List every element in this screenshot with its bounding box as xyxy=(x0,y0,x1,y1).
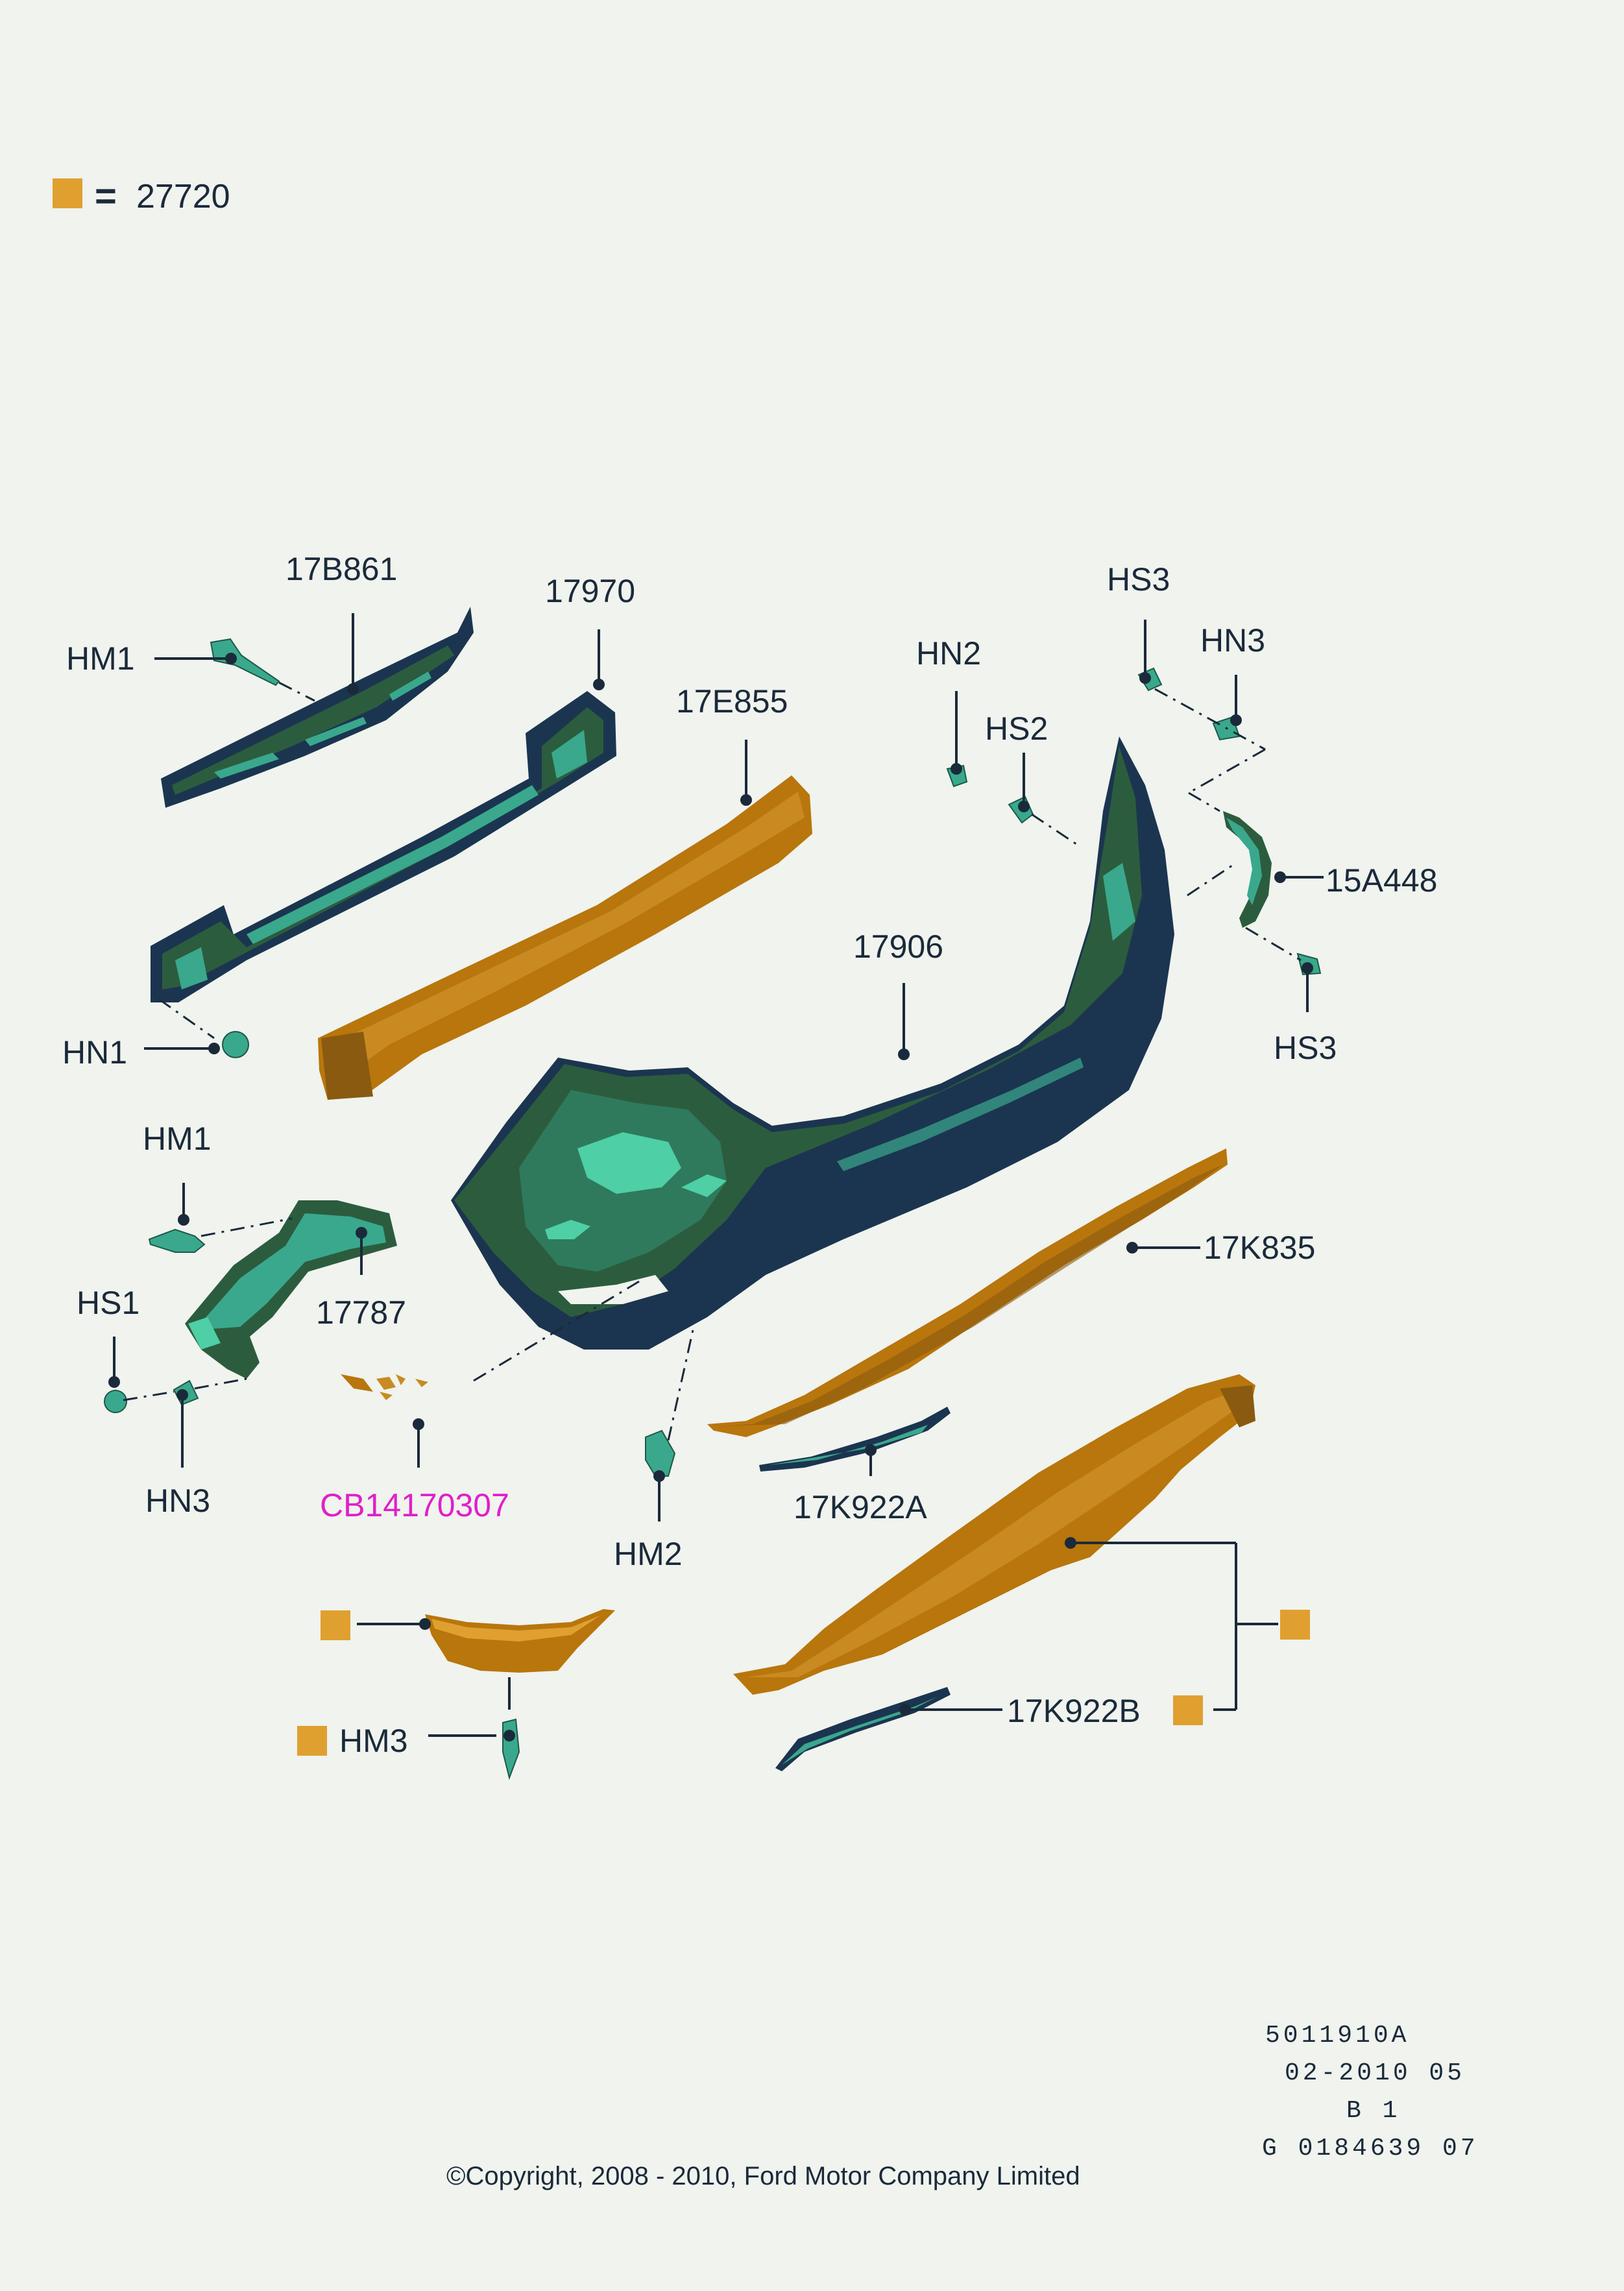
leader-dots xyxy=(108,653,1313,1741)
marker-square-diffuser xyxy=(1280,1610,1310,1640)
label-17e855[interactable]: 17E855 xyxy=(676,683,788,720)
label-hn2[interactable]: HN2 xyxy=(916,635,982,672)
marker-square-17k922b xyxy=(1173,1695,1203,1725)
label-17906[interactable]: 17906 xyxy=(853,928,944,965)
marker-square-hm3 xyxy=(297,1726,327,1756)
label-hm1-lower[interactable]: HM1 xyxy=(143,1121,212,1157)
label-hm3[interactable]: HM3 xyxy=(339,1723,408,1759)
copyright-notice: ©Copyright, 2008 - 2010, Ford Motor Comp… xyxy=(446,2162,1080,2190)
leader-lines xyxy=(113,613,1324,1737)
label-hn3-lower[interactable]: HN3 xyxy=(145,1483,211,1519)
label-17k835[interactable]: 17K835 xyxy=(1204,1230,1316,1266)
label-17k922a[interactable]: 17K922A xyxy=(794,1489,927,1525)
legend-swatch xyxy=(53,178,82,208)
assembly-dashed-lines xyxy=(123,681,1302,1441)
label-hs3-top[interactable]: HS3 xyxy=(1107,561,1170,598)
part-17k835-valance xyxy=(707,1148,1228,1437)
label-hn1[interactable]: HN1 xyxy=(62,1034,128,1071)
footer-line-2: 02-2010 05 xyxy=(1285,2059,1466,2087)
label-hs1[interactable]: HS1 xyxy=(77,1285,140,1321)
part-17787-bracket xyxy=(185,1200,397,1379)
label-hn3-top[interactable]: HN3 xyxy=(1200,622,1266,659)
label-hm2[interactable]: HM2 xyxy=(614,1536,683,1572)
label-17b861[interactable]: 17B861 xyxy=(285,551,398,587)
label-hs2[interactable]: HS2 xyxy=(985,710,1048,747)
footer-line-4: G 0184639 07 xyxy=(1262,2135,1479,2163)
part-15a448-bracket xyxy=(1223,811,1272,928)
fasteners xyxy=(104,638,1322,1780)
label-17787[interactable]: 17787 xyxy=(316,1294,407,1331)
legend-equals-sign: = xyxy=(95,175,117,217)
label-cb14170307[interactable]: CB14170307 xyxy=(320,1487,509,1523)
part-17970-beam xyxy=(151,691,616,1002)
label-17k922b[interactable]: 17K922B xyxy=(1007,1693,1141,1729)
part-17906-bumper-cover xyxy=(451,736,1174,1350)
part-17k922b-strip xyxy=(775,1687,951,1771)
label-15a448[interactable]: 15A448 xyxy=(1326,862,1438,899)
part-17k922a-strip xyxy=(759,1407,951,1472)
part-rear-diffuser xyxy=(733,1374,1255,1695)
part-17b861-bracket xyxy=(161,607,474,808)
part-cb14170307-fragments xyxy=(341,1374,428,1400)
legend-value: 27720 xyxy=(136,178,230,215)
part-17e855-absorber xyxy=(318,775,812,1100)
part-hm3-cover xyxy=(425,1609,615,1673)
footer-line-3: B 1 xyxy=(1346,2097,1401,2125)
label-hm1-top[interactable]: HM1 xyxy=(66,640,135,677)
label-17970[interactable]: 17970 xyxy=(545,573,636,609)
label-hs3-bottom[interactable]: HS3 xyxy=(1274,1030,1337,1066)
marker-square-hm3-cover xyxy=(321,1610,350,1640)
footer-line-1: 5011910A xyxy=(1265,2022,1410,2050)
